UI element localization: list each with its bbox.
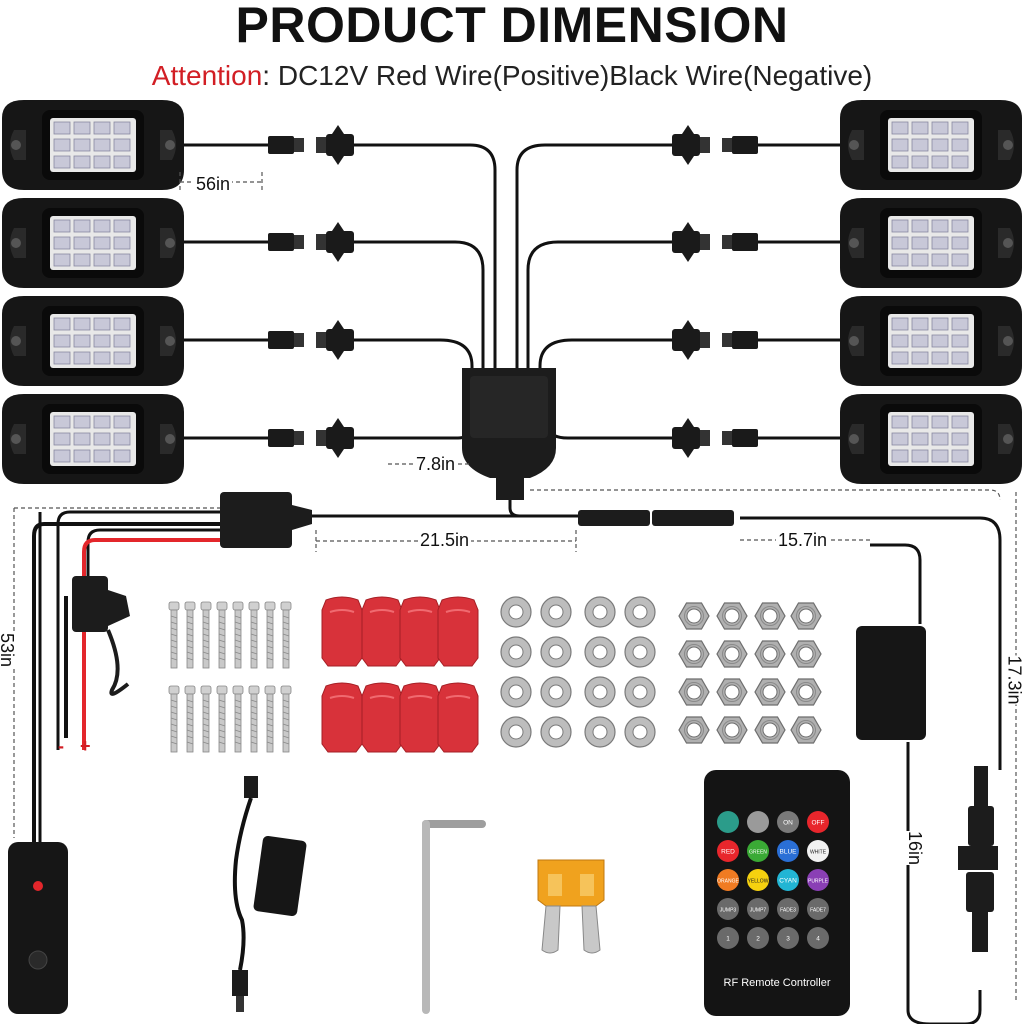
inline-switch: [8, 842, 68, 1014]
remote-button-label: YELLOW: [748, 879, 769, 885]
main-cables: [38, 500, 1002, 1024]
remote-button-label: CYAN: [779, 878, 797, 885]
rock-light-pod: [1, 99, 185, 191]
remote-button-label: BLUE: [780, 849, 798, 856]
blade-fuse: [537, 859, 605, 954]
remote-button-label: FADE7: [810, 908, 826, 914]
attention-line: Attention: DC12V Red Wire(Positive)Black…: [0, 60, 1024, 92]
negative-symbol: -: [58, 736, 64, 756]
remote-button: [807, 927, 829, 949]
dim-main-cable: 21.5in: [418, 530, 472, 550]
dim-hub-lead: 7.8in: [414, 454, 458, 474]
remote-button: [747, 898, 769, 920]
connector: [672, 222, 758, 262]
adhesive-pads: [321, 596, 479, 753]
remote-button-label: ON: [783, 820, 793, 827]
rf-controller-box: [856, 626, 926, 740]
remote-button: [777, 840, 799, 862]
power-adapter: [232, 776, 307, 1012]
remote-button: [777, 869, 799, 891]
rock-light-pod: [1, 295, 185, 387]
remote-button: [807, 869, 829, 891]
remote-button: [747, 927, 769, 949]
connector: [672, 320, 758, 360]
page-title: PRODUCT DIMENSION: [235, 0, 789, 53]
remote-button: [777, 927, 799, 949]
rock-light-pod: [839, 197, 1023, 289]
rf-plug: [958, 766, 998, 952]
positive-symbol: +: [80, 736, 91, 756]
rock-light-pod: [839, 295, 1023, 387]
screws: [168, 601, 292, 753]
remote-control: ON OFF RED GREEN BLUE WHITE ORANGE YELLOW CYAN PU…: [704, 770, 850, 1016]
inline-joint: [578, 510, 734, 526]
remote-button-label: RED: [721, 849, 735, 856]
remote-button-label: 1: [726, 936, 730, 943]
remote-button-label: GREEN: [749, 850, 767, 856]
washers: [500, 596, 656, 748]
remote-button: [747, 811, 769, 833]
connector: [672, 418, 758, 458]
main-connector: [220, 492, 312, 548]
remote-button-label: WHITE: [810, 850, 827, 856]
rock-light-pod: [1, 197, 185, 289]
remote-button-label: FADE3: [780, 908, 796, 914]
remote-label: RF Remote Controller: [724, 977, 831, 989]
remote-button: [747, 869, 769, 891]
dim-right-lead: 17.3in: [1004, 655, 1024, 705]
remote-button: [807, 811, 829, 833]
rock-light-pod: [1, 393, 185, 485]
dim-pod-lead: 56in: [194, 174, 233, 194]
connector: [268, 320, 354, 360]
remote-button: [717, 898, 739, 920]
dim-power-cable: 53in: [0, 632, 18, 668]
connector: [268, 222, 354, 262]
dimension-lines: [13, 172, 1017, 1000]
remote-button: [717, 840, 739, 862]
remote-button-label: OFF: [812, 820, 825, 827]
connector: [672, 125, 758, 165]
dim-controller-lead: 15.7in: [776, 530, 830, 550]
connector: [268, 418, 354, 458]
remote-button: [717, 811, 739, 833]
remote-button-label: JUMP3: [720, 908, 737, 914]
remote-button-label: 4: [816, 936, 820, 943]
black-wire: [32, 522, 230, 848]
connector: [268, 125, 354, 165]
remote-button: [747, 840, 769, 862]
remote-button-label: JUMP7: [750, 908, 767, 914]
attention-text: : DC12V Red Wire(Positive)Black Wire(Neg…: [262, 60, 873, 91]
remote-button: [807, 840, 829, 862]
junction-box: [462, 368, 556, 500]
remote-button: [717, 927, 739, 949]
rock-light-pod: [839, 393, 1023, 485]
remote-button: [807, 898, 829, 920]
right-pod-wires: [515, 143, 842, 440]
fuse-holder: [72, 576, 130, 696]
hex-key: [422, 820, 486, 1014]
remote-button: [777, 811, 799, 833]
rock-light-pod: [839, 99, 1023, 191]
red-wire: [82, 538, 230, 750]
remote-button-label: PURPLE: [808, 879, 829, 885]
dim-controller-plug: 16in: [905, 830, 926, 866]
remote-button-label: ORANGE: [717, 879, 739, 885]
remote-button: [717, 869, 739, 891]
remote-button-label: 2: [756, 936, 760, 943]
remote-button-label: 3: [786, 936, 790, 943]
hex-nuts: [678, 602, 822, 744]
remote-button: [777, 898, 799, 920]
attention-label: Attention: [151, 60, 263, 91]
